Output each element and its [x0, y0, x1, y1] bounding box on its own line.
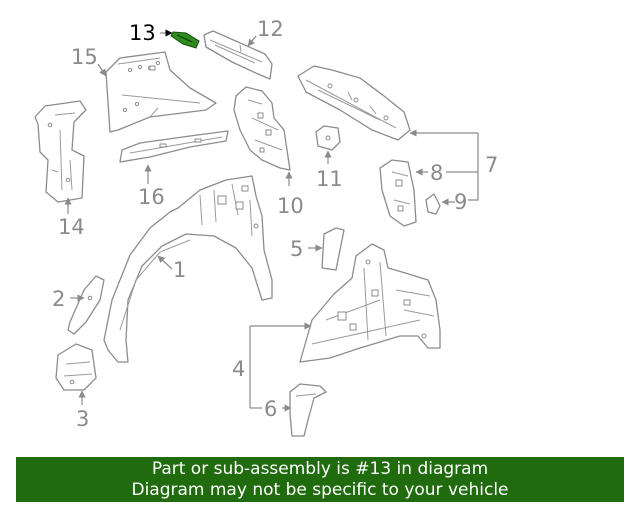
part-12	[203, 30, 273, 80]
callout-12[interactable]: 12	[257, 17, 284, 41]
leader-12	[247, 35, 257, 47]
part-16	[119, 130, 229, 163]
part-14	[34, 100, 87, 203]
callout-5[interactable]: 5	[290, 237, 303, 261]
part-9	[425, 193, 441, 215]
callout-8[interactable]: 8	[430, 161, 443, 185]
parts-diagram: 13 12 15 16 14 10	[34, 17, 498, 437]
part-13-highlighted[interactable]	[170, 31, 200, 49]
part-1	[103, 175, 273, 363]
part-10	[233, 86, 291, 171]
callout-2[interactable]: 2	[52, 287, 65, 311]
callout-10[interactable]: 10	[277, 194, 304, 218]
part-2	[67, 275, 105, 335]
callout-9[interactable]: 9	[454, 190, 467, 214]
callout-7[interactable]: 7	[485, 153, 498, 177]
banner-line-2: Diagram may not be specific to your vehi…	[131, 480, 509, 500]
leader-7-bracket	[409, 129, 479, 201]
callout-15[interactable]: 15	[71, 45, 98, 69]
callout-13[interactable]: 13	[129, 21, 156, 45]
part-11	[315, 125, 341, 151]
callout-3[interactable]: 3	[76, 407, 89, 431]
callout-11[interactable]: 11	[316, 167, 343, 191]
part-3	[55, 343, 97, 391]
part-7-rail	[297, 65, 411, 141]
callout-6[interactable]: 6	[264, 397, 277, 421]
part-15	[105, 51, 217, 133]
callout-1[interactable]: 1	[173, 258, 186, 282]
info-banner: Part or sub-assembly is #13 in diagram D…	[16, 457, 624, 502]
leader-1	[157, 255, 173, 270]
banner-line-1: Part or sub-assembly is #13 in diagram	[151, 459, 489, 479]
part-4	[299, 243, 441, 363]
part-5	[321, 227, 345, 271]
leader-4-bracket	[249, 322, 312, 409]
part-6	[289, 383, 327, 437]
callout-14[interactable]: 14	[58, 215, 85, 239]
callout-16[interactable]: 16	[138, 185, 165, 209]
callout-4[interactable]: 4	[232, 357, 245, 381]
part-8	[379, 159, 417, 227]
leader-15	[97, 63, 107, 77]
